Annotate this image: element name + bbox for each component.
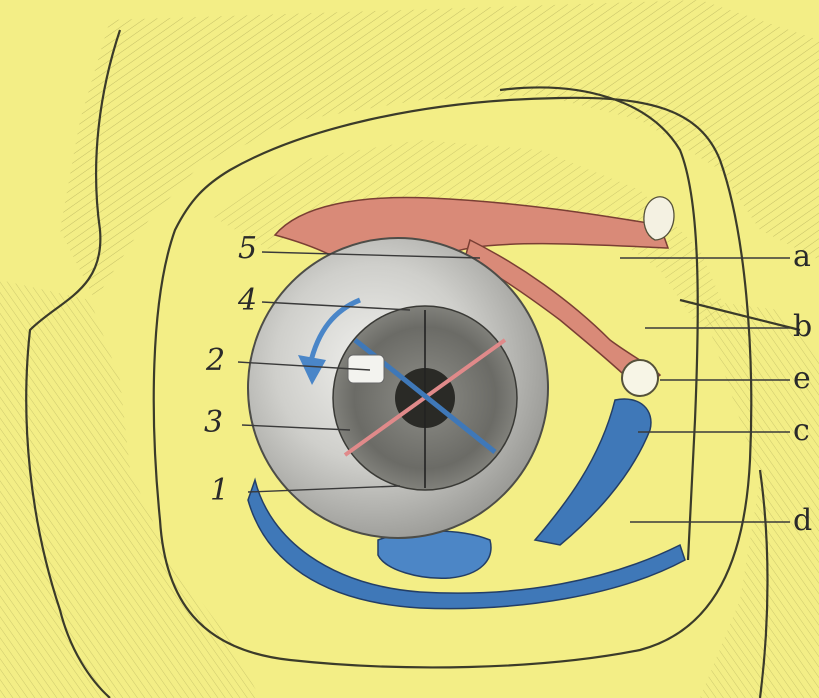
label-d: d	[793, 503, 812, 538]
tendon-ring	[622, 360, 658, 396]
label-c: c	[793, 413, 810, 448]
label-3: 3	[204, 405, 223, 440]
label-5: 5	[238, 231, 257, 266]
label-e: e	[793, 361, 811, 396]
label-b: b	[793, 309, 812, 344]
label-2: 2	[205, 343, 225, 378]
label-1: 1	[210, 473, 229, 508]
label-4: 4	[237, 283, 257, 318]
label-a: a	[793, 239, 811, 274]
